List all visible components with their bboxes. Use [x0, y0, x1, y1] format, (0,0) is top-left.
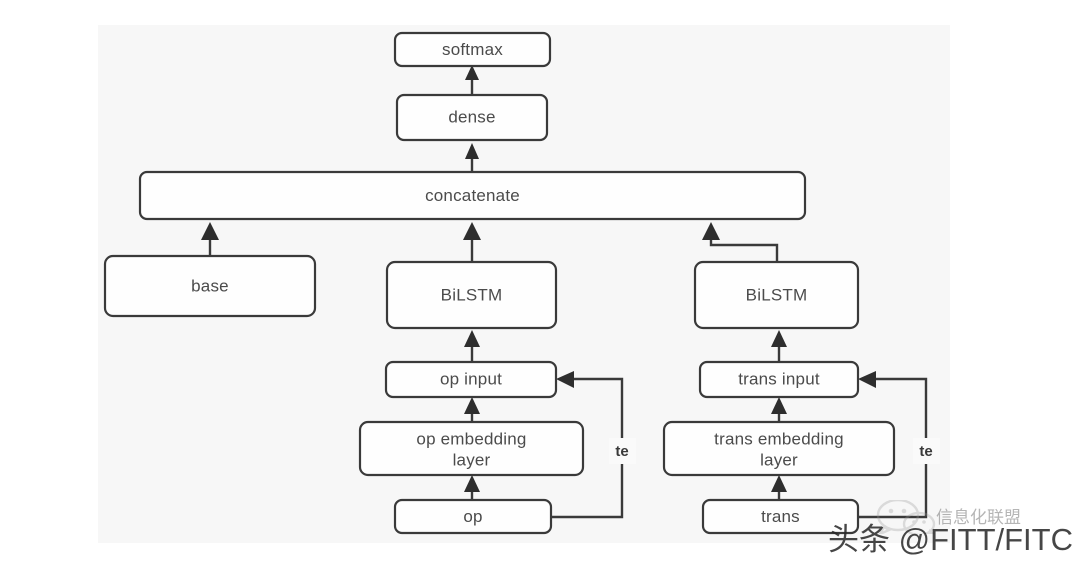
node-softmax[interactable]: softmax [393, 31, 552, 68]
node-trans-embedding-line2: layer [760, 450, 798, 469]
node-layer: softmax dense concatenate base BiLSTM [103, 31, 896, 535]
edge-op-embed-to-op-input [464, 397, 480, 422]
edge-label-te-op-text: te [615, 443, 628, 460]
node-softmax-label: softmax [442, 40, 503, 59]
node-bilstm-op-label: BiLSTM [441, 285, 503, 304]
edge-op-input-to-bilstm [464, 330, 480, 362]
node-trans-input-label: trans input [738, 369, 820, 388]
edge-dense-to-softmax [465, 65, 479, 95]
node-bilstm-trans[interactable]: BiLSTM [693, 260, 860, 330]
node-op-embedding-line2: layer [453, 450, 491, 469]
edge-label-te-trans-text: te [919, 443, 932, 460]
node-op-label: op [463, 507, 482, 526]
node-trans-input[interactable]: trans input [698, 360, 860, 399]
node-dense[interactable]: dense [395, 93, 549, 142]
edge-label-layer: te te [609, 438, 940, 464]
edge-label-te-op: te [609, 438, 636, 464]
node-trans[interactable]: trans [701, 498, 860, 535]
node-op-embedding-line1: op embedding [416, 429, 526, 448]
node-concatenate-label: concatenate [425, 186, 520, 205]
node-concatenate[interactable]: concatenate [138, 170, 807, 221]
node-op-input[interactable]: op input [384, 360, 558, 399]
node-op-input-label: op input [440, 369, 502, 388]
node-trans-label: trans [761, 507, 800, 526]
edge-layer [201, 65, 928, 519]
edge-trans-embed-to-trans-input [771, 397, 787, 422]
node-trans-embedding-line1: trans embedding [714, 429, 844, 448]
edge-op-to-op-embed [464, 475, 480, 500]
node-dense-label: dense [448, 107, 495, 126]
node-trans-embedding-layer[interactable]: trans embedding layer [662, 420, 896, 477]
edge-concatenate-to-dense [465, 143, 479, 172]
edge-bilstm-op-to-concatenate [463, 222, 481, 262]
edge-trans-input-to-bilstm [771, 330, 787, 362]
node-op-embedding-layer[interactable]: op embedding layer [358, 420, 585, 477]
node-base[interactable]: base [103, 254, 317, 318]
node-base-label: base [191, 276, 229, 295]
edge-bilstm-trans-to-concatenate [702, 222, 779, 262]
node-bilstm-op[interactable]: BiLSTM [385, 260, 558, 330]
node-bilstm-trans-label: BiLSTM [746, 285, 808, 304]
edge-base-to-concatenate [201, 222, 219, 256]
node-op[interactable]: op [393, 498, 553, 535]
edge-label-te-trans: te [913, 438, 940, 464]
edge-trans-to-trans-embed [771, 475, 787, 500]
